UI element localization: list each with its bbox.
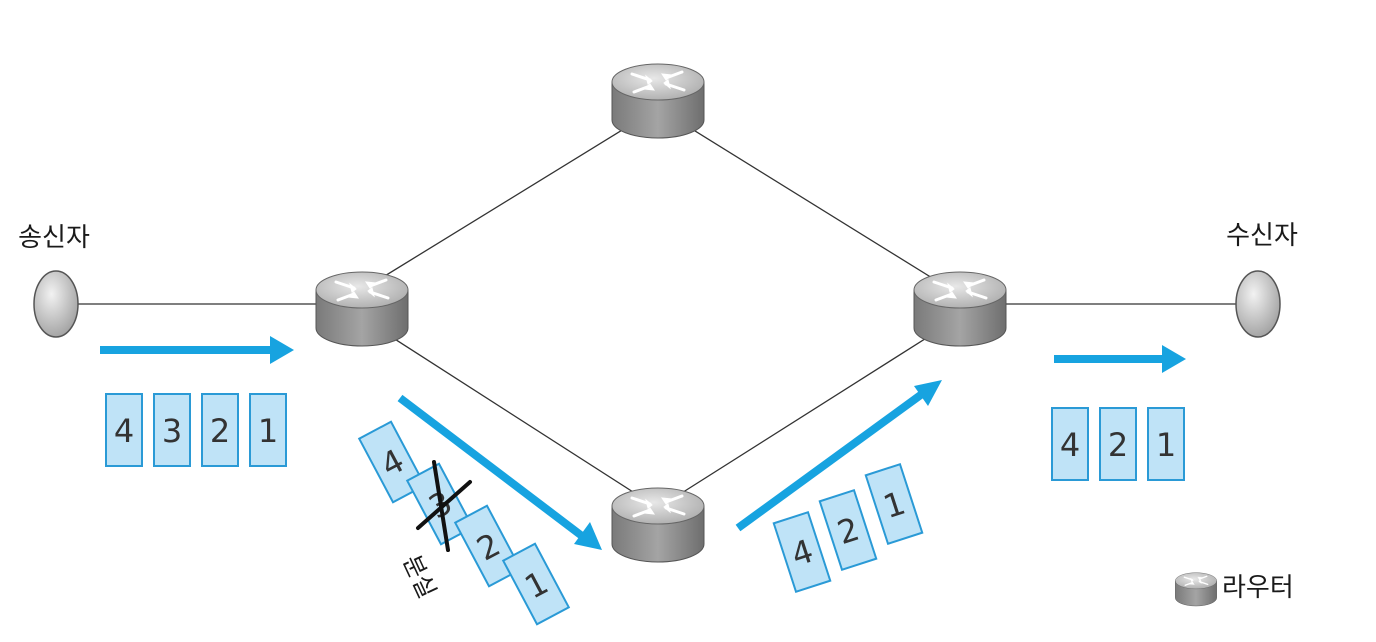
links bbox=[62, 107, 1258, 509]
packet: 4 bbox=[772, 511, 832, 593]
packet: 1 bbox=[502, 542, 570, 626]
packet: 2 bbox=[454, 504, 522, 588]
packet: 4 bbox=[358, 420, 426, 504]
packet: 1 bbox=[864, 463, 924, 545]
arrow-icon bbox=[397, 394, 602, 550]
after-loss-packets: 4 2 1 bbox=[772, 463, 924, 593]
link-router-a-top bbox=[361, 107, 659, 291]
packet-number: 1 bbox=[258, 412, 278, 450]
packet: 1 bbox=[249, 393, 287, 467]
link-router-a-bottom bbox=[361, 317, 659, 509]
packet-number: 2 bbox=[1108, 426, 1128, 464]
router-icon bbox=[610, 486, 706, 564]
packet: 2 bbox=[818, 489, 878, 571]
sender-label: 송신자 bbox=[18, 223, 90, 253]
packet: 4 bbox=[105, 393, 143, 467]
arrow-icon bbox=[735, 380, 942, 532]
receiver-host-icon bbox=[1235, 270, 1281, 338]
router-icon bbox=[1174, 572, 1218, 607]
link-top-router-d bbox=[657, 107, 959, 295]
packet-number: 4 bbox=[114, 412, 134, 450]
packet: 2 bbox=[1099, 407, 1137, 481]
cross-icon bbox=[416, 460, 472, 552]
packet-number: 2 bbox=[210, 412, 230, 450]
packet: 1 bbox=[1147, 407, 1185, 481]
packet: 4 bbox=[1051, 407, 1089, 481]
arrow-icon bbox=[1054, 345, 1186, 373]
packet-number: 1 bbox=[1156, 426, 1176, 464]
sender-host-icon bbox=[33, 270, 79, 338]
legend-router-label: 라우터 bbox=[1222, 573, 1294, 603]
legend: 라우터 bbox=[1174, 572, 1294, 607]
received-packets: 4 2 1 bbox=[1051, 407, 1185, 481]
router-icon bbox=[314, 270, 410, 348]
packet: 3 bbox=[153, 393, 191, 467]
lower-path-packets: 4 3 2 1 분실 bbox=[358, 420, 570, 626]
packet-number: 4 bbox=[1060, 426, 1080, 464]
sent-packets: 4 3 2 1 bbox=[105, 393, 287, 467]
arrow-icon bbox=[100, 336, 294, 364]
router-icon bbox=[912, 270, 1008, 348]
receiver-label: 수신자 bbox=[1226, 221, 1298, 251]
link-bottom-router-d bbox=[657, 317, 959, 509]
router-icon bbox=[610, 62, 706, 140]
lost-label: 분실 bbox=[397, 551, 441, 603]
arrows bbox=[100, 336, 1186, 550]
packet-number: 3 bbox=[162, 412, 182, 450]
packet: 2 bbox=[201, 393, 239, 467]
